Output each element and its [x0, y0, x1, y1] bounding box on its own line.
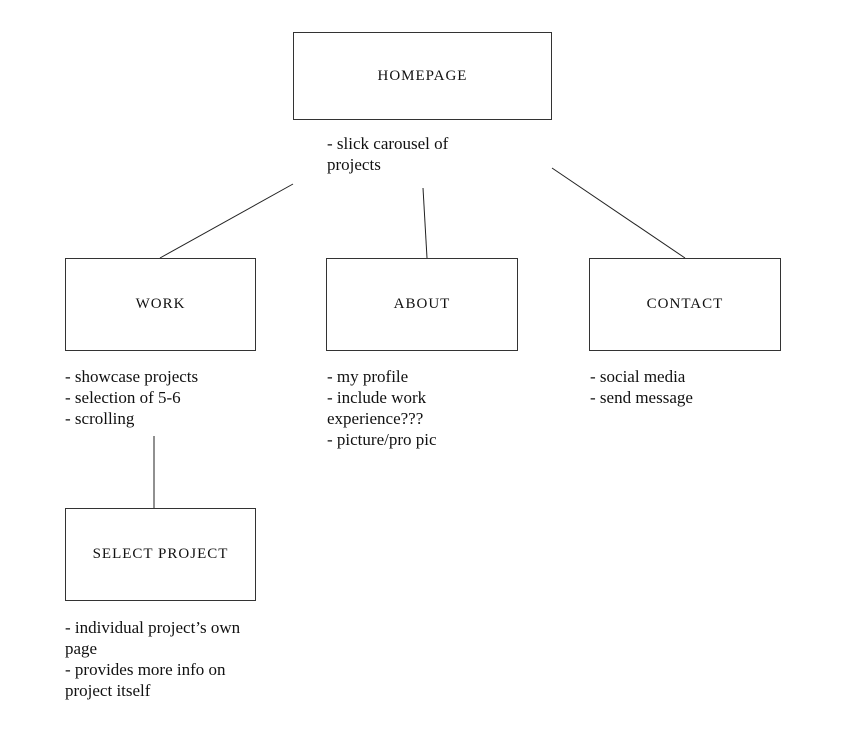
select-project-notes: - individual project’s own page - provid… [65, 617, 265, 701]
node-select-project-title: SELECT PROJECT [92, 546, 229, 562]
about-note: - my profile [327, 367, 409, 386]
work-note: - selection of 5-6 [65, 388, 181, 407]
select-project-note: - individual project’s own page [65, 618, 241, 658]
work-note: - showcase projects [65, 367, 199, 386]
connector-homepage-contact [551, 167, 686, 259]
select-project-note: - provides more info on project itself [65, 660, 226, 700]
node-select-project: SELECT PROJECT [65, 508, 256, 601]
node-about: ABOUT [326, 258, 518, 351]
homepage-notes: - slick carousel of projects [327, 133, 497, 175]
node-about-title: ABOUT [393, 296, 451, 312]
about-note: - picture/pro pic [327, 430, 437, 449]
contact-note: - send message [590, 388, 693, 407]
work-note: - scrolling [65, 409, 135, 428]
work-notes: - showcase projects - selection of 5-6 -… [65, 366, 265, 429]
node-contact-title: CONTACT [646, 296, 724, 312]
about-notes: - my profile - include work experience??… [327, 366, 487, 450]
homepage-note: - slick carousel of projects [327, 134, 449, 174]
node-work-title: WORK [135, 296, 186, 312]
connector-homepage-about [422, 187, 428, 259]
node-contact: CONTACT [589, 258, 781, 351]
about-note: - include work experience??? [327, 388, 427, 428]
contact-note: - social media [590, 367, 686, 386]
node-homepage: HOMEPAGE [293, 32, 552, 120]
node-homepage-title: HOMEPAGE [377, 67, 468, 84]
connector-homepage-work [159, 183, 294, 259]
contact-notes: - social media - send message [590, 366, 780, 408]
node-work: WORK [65, 258, 256, 351]
